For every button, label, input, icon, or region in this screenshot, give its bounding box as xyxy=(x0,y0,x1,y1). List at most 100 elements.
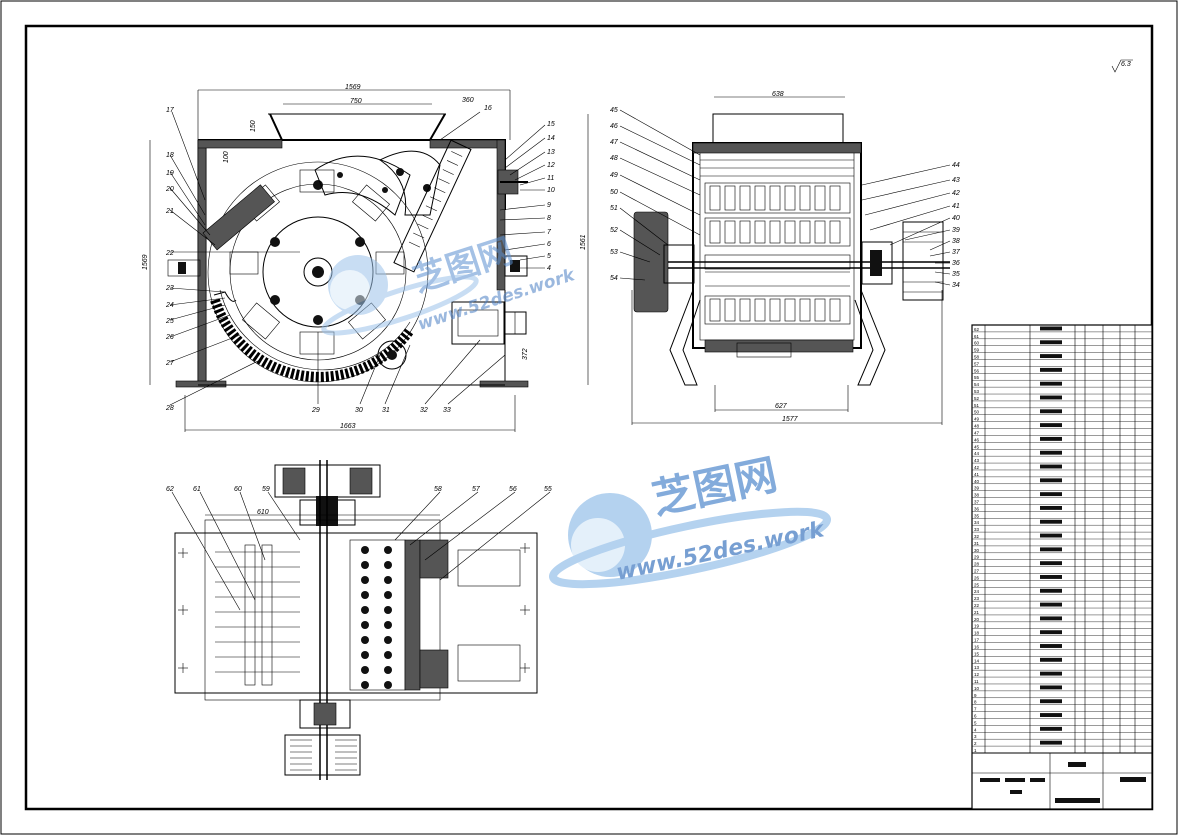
bom-row-number: 41 xyxy=(974,472,980,477)
callout-51: 51 xyxy=(610,205,618,212)
callout-29: 29 xyxy=(311,407,320,414)
callout-7: 7 xyxy=(547,229,552,236)
callout-38: 38 xyxy=(952,238,960,245)
dim-slope-ref: 372 xyxy=(522,348,529,360)
bom-row-number: 17 xyxy=(974,638,980,643)
bom-row-number: 61 xyxy=(974,334,980,339)
roughness-value: 6.3 xyxy=(1121,61,1131,68)
callout-46: 46 xyxy=(610,123,618,130)
front-callouts-left: 17 18 19 20 21 22 23 24 25 26 27 28 xyxy=(165,107,175,412)
callout-55: 55 xyxy=(544,486,552,493)
bom-row-number: 39 xyxy=(974,486,980,491)
bom-row-mark xyxy=(1040,630,1062,635)
bom-row-number: 12 xyxy=(974,672,980,677)
side-view: 638 xyxy=(580,91,961,425)
callout-39: 39 xyxy=(952,227,960,234)
bom-row-number: 58 xyxy=(974,355,980,360)
callout-21: 21 xyxy=(165,208,174,215)
dim-top-width: 1569 xyxy=(345,84,361,91)
bom-row-number: 51 xyxy=(974,403,980,408)
bom-row-mark xyxy=(1040,575,1062,579)
callout-22: 22 xyxy=(165,250,174,257)
bom-row-number: 32 xyxy=(974,534,980,539)
bom-row-number: 53 xyxy=(974,389,980,394)
bom-row-number: 8 xyxy=(974,700,977,705)
callout-16: 16 xyxy=(484,105,492,112)
side-hammer-rows xyxy=(704,182,851,325)
bom-row-mark xyxy=(1040,326,1062,331)
bom-row-number: 36 xyxy=(974,506,980,511)
bom-row-number: 47 xyxy=(974,430,980,435)
bom-row-mark xyxy=(1040,395,1062,400)
bom-row-mark xyxy=(1040,657,1062,662)
callout-14: 14 xyxy=(547,135,555,142)
bom-row-mark xyxy=(1040,588,1062,593)
bom-row-number: 44 xyxy=(974,451,980,456)
bom-row-number: 59 xyxy=(974,348,980,353)
bom-row-number: 30 xyxy=(974,548,980,553)
bom-row-mark xyxy=(1040,354,1062,359)
bom-row-number: 27 xyxy=(974,569,980,574)
bom-row-mark xyxy=(1040,685,1062,690)
bom-row-number: 26 xyxy=(974,575,980,580)
bom-row-mark xyxy=(1040,450,1062,455)
dim-offset-2: 100 xyxy=(223,151,230,163)
bom-row-mark xyxy=(1040,367,1062,372)
bom-row-number: 48 xyxy=(974,424,980,429)
callout-12: 12 xyxy=(547,162,555,169)
callout-35: 35 xyxy=(952,271,960,278)
callout-19: 19 xyxy=(166,170,174,177)
callout-52: 52 xyxy=(610,227,618,234)
callout-33: 33 xyxy=(443,407,451,414)
bom-row-number: 10 xyxy=(974,686,980,691)
bom-row-number: 50 xyxy=(974,410,980,415)
bom-row-number: 56 xyxy=(974,368,980,373)
bom-row-number: 11 xyxy=(974,679,979,684)
side-callouts-left: 45 46 47 48 49 50 51 52 53 54 xyxy=(610,107,619,282)
bom-row-number: 45 xyxy=(974,444,980,449)
callout-47: 47 xyxy=(610,139,619,146)
callout-24: 24 xyxy=(165,302,174,309)
callout-18: 18 xyxy=(166,152,174,159)
callout-60: 60 xyxy=(234,486,242,493)
bom-row-mark xyxy=(1040,533,1062,538)
callout-49: 49 xyxy=(610,172,618,179)
dim-side-height: 1561 xyxy=(580,234,587,250)
bom-row-mark xyxy=(1040,547,1062,552)
callout-25: 25 xyxy=(165,318,174,325)
bom-row-number: 20 xyxy=(974,617,980,622)
bom-row-number: 22 xyxy=(974,603,980,608)
callout-42: 42 xyxy=(952,190,960,197)
bom-row-number: 62 xyxy=(974,327,980,332)
bom-row-mark xyxy=(1040,602,1062,607)
callout-23: 23 xyxy=(165,285,174,292)
bom-row-number: 18 xyxy=(974,631,980,636)
callout-58: 58 xyxy=(434,486,442,493)
bom-row-number: 5 xyxy=(974,720,977,725)
bom-row-number: 33 xyxy=(974,527,980,532)
dim-side-top: 638 xyxy=(772,91,784,98)
bom-row-number: 13 xyxy=(974,665,980,670)
callout-62: 62 xyxy=(166,486,174,493)
bom-row-mark xyxy=(1040,740,1062,745)
bom-row-number: 42 xyxy=(974,465,980,470)
bom-row-mark xyxy=(1040,436,1062,441)
front-callouts-bottom: 29 30 31 32 33 xyxy=(311,407,451,414)
callout-5: 5 xyxy=(547,253,551,260)
dim-offset-3: 360 xyxy=(462,97,474,104)
bom-row-number: 2 xyxy=(974,741,977,746)
bom-row-number: 23 xyxy=(974,596,980,601)
bom-row-mark xyxy=(1040,616,1062,621)
bom-row-number: 21 xyxy=(974,610,980,615)
callout-11: 11 xyxy=(547,175,554,182)
callout-43: 43 xyxy=(952,177,960,184)
bom-row-number: 49 xyxy=(974,417,980,422)
bom-row-number: 60 xyxy=(974,341,980,346)
dim-height-left: 1569 xyxy=(142,254,149,270)
bom-row-number: 6 xyxy=(974,713,977,718)
side-callouts-right: 44 43 42 41 40 39 38 37 36 35 34 xyxy=(952,162,961,289)
top-callouts: 62 61 60 59 58 57 56 55 xyxy=(166,486,552,493)
bom-row-number: 35 xyxy=(974,513,980,518)
bom-row-number: 9 xyxy=(974,693,977,698)
